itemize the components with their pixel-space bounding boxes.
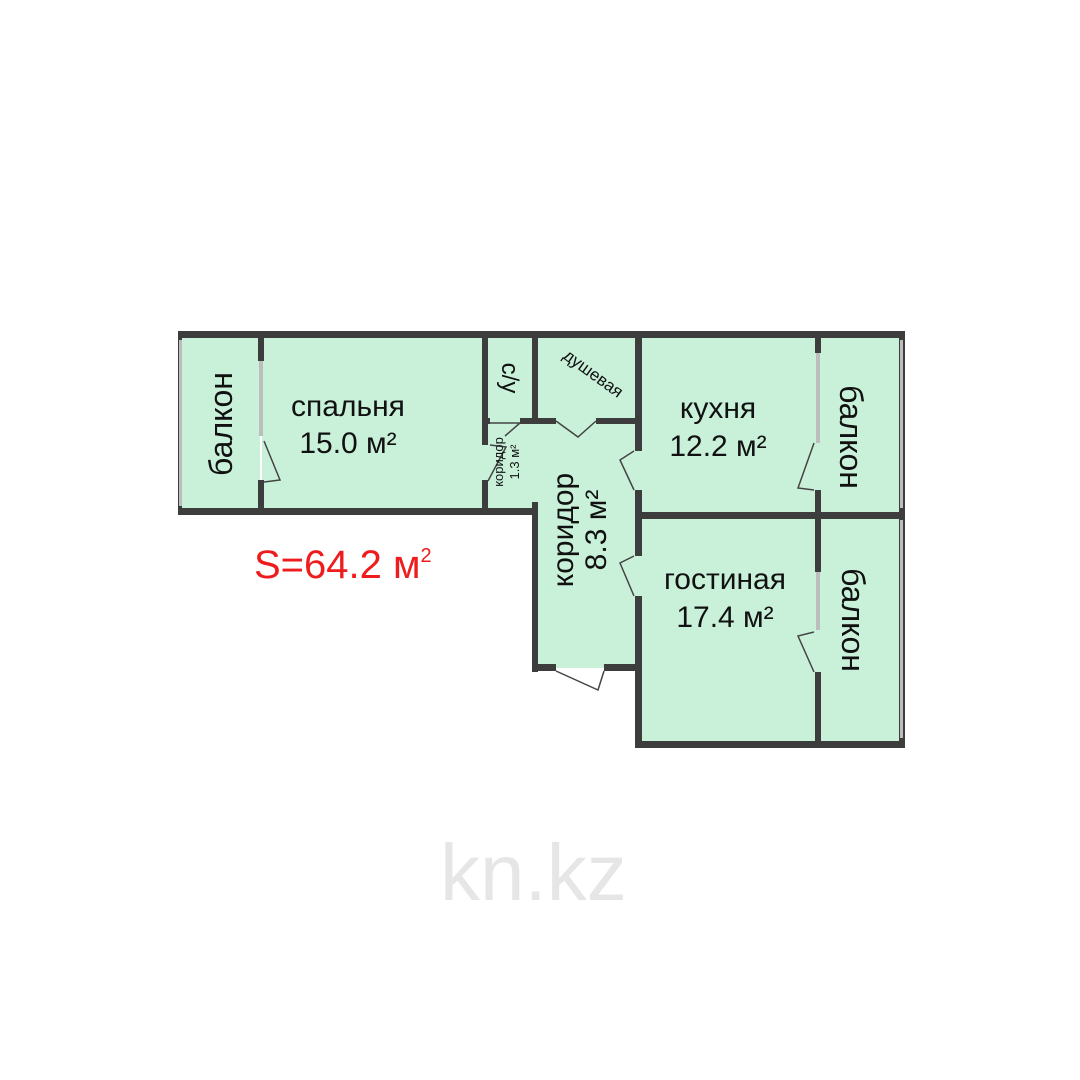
balcony-living-label: балкон [835,568,871,672]
corridor-small-room [486,420,536,510]
balcony-left-label: балкон [203,372,239,476]
kitchen-area: 12.2 м² [669,430,766,463]
balcony-left-room [180,334,260,510]
corridor-small-label: коридор [491,437,506,487]
window-kitchen [816,353,820,443]
living-label: гостиная [664,563,786,596]
total-area-superscript: 2 [421,545,432,567]
total-area: S=64.2 м2 [254,543,432,587]
window-right-top [900,340,903,508]
corridor-area: 8.3 м² [580,490,613,571]
balcony-kitchen-label: балкон [833,385,869,489]
shower-room [536,334,640,420]
window-right-bottom [900,520,903,738]
window-bedroom [259,361,263,436]
bedroom-area: 15.0 м² [299,427,396,460]
doors [263,420,815,692]
window-living [816,572,820,630]
wc-label: с/у [496,363,523,394]
corridor-small-area: 1.3 м² [507,444,522,480]
corridor-room [536,420,640,668]
corridor-label: коридор [547,473,580,587]
total-area-value: S=64.2 м [254,543,421,587]
watermark-logo: kn.kz [440,828,627,917]
wc-room [486,334,536,420]
living-area: 17.4 м² [676,601,773,634]
bedroom-room [262,334,486,510]
window-left [179,340,182,506]
living-room [640,514,820,744]
kitchen-room [640,334,820,514]
balcony-living-room [820,514,904,744]
kitchen-label: кухня [680,392,756,425]
balcony-kitchen-room [820,334,904,514]
bedroom-label: спальня [291,390,405,423]
